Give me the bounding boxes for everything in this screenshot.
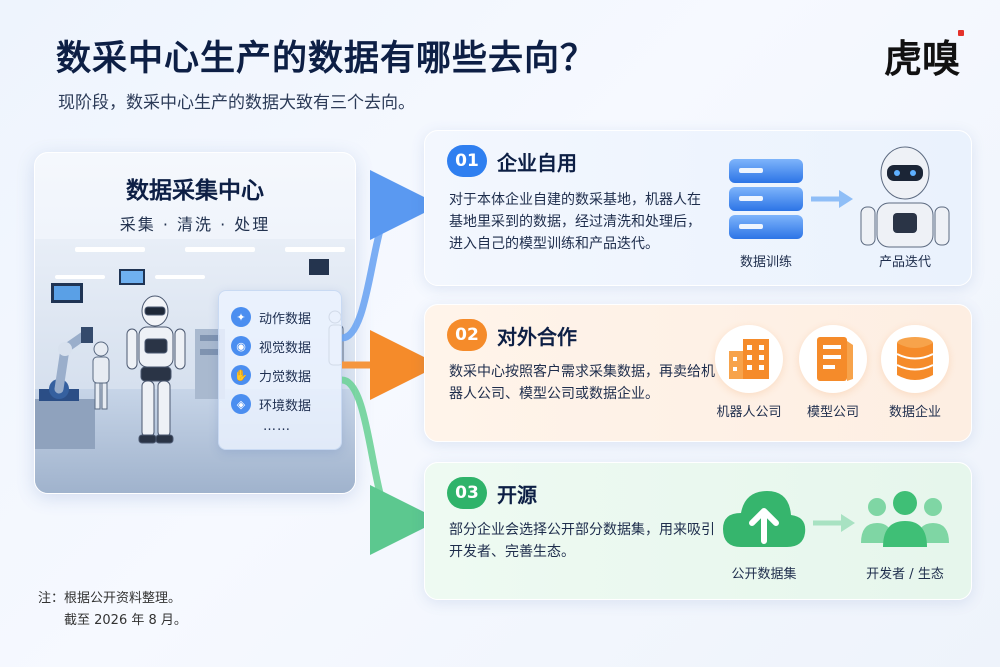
data-type-vision: ◉ 视觉数据 (231, 334, 311, 358)
icon-label: 机器人公司 (716, 405, 782, 420)
route-title: 对外合作 (497, 325, 577, 349)
data-type-label: 动作数据 (259, 311, 312, 327)
data-type-more: …… (263, 419, 291, 434)
route-card-external-cooperation: 02 对外合作 数采中心按照客户需求采集数据，再卖给机器人公司、模型公司或数据企… (424, 304, 972, 442)
camera-icon: ◉ (231, 336, 251, 356)
route-number: 01 (447, 145, 487, 177)
cloud-upload-icon (723, 491, 806, 547)
route-description: 数采中心按照客户需求采集数据，再卖给机器人公司、模型公司或数据企业。 (449, 364, 715, 402)
data-type-list: ✦ 动作数据 ◉ 视觉数据 ✋ 力觉数据 ◈ 环境数据 …… (218, 290, 342, 450)
icon-label: 模型公司 (806, 405, 859, 420)
icon-circle (799, 325, 867, 393)
icon-circle (881, 325, 949, 393)
icon-label: 开发者 / 生态 (866, 567, 944, 582)
logo-dot-icon (958, 30, 964, 36)
data-type-label: 力觉数据 (259, 369, 312, 385)
route-title: 企业自用 (497, 151, 577, 175)
arrow-right-icon (813, 514, 855, 532)
robot-head-icon (860, 146, 950, 248)
center-subtitle: 采集 · 清洗 · 处理 (119, 215, 271, 234)
data-type-motion: ✦ 动作数据 (231, 305, 311, 329)
route-description: 对于本体企业自建的数采基地，机器人在基地里采到的数据，经过清洗和处理后，进入自己… (449, 192, 701, 252)
route-number: 02 (447, 319, 487, 351)
route-card-self-use: 01 企业自用 对于本体企业自建的数采基地，机器人在基地里采到的数据，经过清洗和… (424, 130, 972, 286)
route-number: 03 (447, 477, 487, 509)
icon-label: 产品迭代 (878, 255, 931, 270)
data-type-label: 视觉数据 (259, 340, 312, 356)
icon-circle (715, 325, 783, 393)
page-title: 数采中心生产的数据有哪些去向？ (56, 39, 597, 79)
footnote: 注：根据公开资料整理。 截至 2026 年 8 月。 (38, 588, 187, 632)
cube-icon: ◈ (231, 394, 251, 414)
data-type-environment: ◈ 环境数据 (231, 392, 311, 416)
database-icon (896, 337, 934, 380)
page-subtitle: 现阶段，数采中心生产的数据大致有三个去向。 (58, 93, 415, 113)
arrow-to-route-1 (340, 170, 440, 342)
people-group-icon (861, 491, 949, 547)
icon-label: 数据企业 (888, 405, 941, 420)
route-description: 部分企业会选择公开部分数据集，用来吸引开发者、完善生态。 (449, 522, 715, 560)
document-cube-icon (817, 337, 853, 381)
building-icon (729, 339, 769, 379)
footnote-date: 截至 2026 年 8 月。 (64, 613, 187, 628)
center-title: 数据采集中心 (126, 178, 264, 204)
brand-logo: 虎嗅 (883, 36, 960, 81)
data-collection-center-panel: 数据采集中心 采集 · 清洗 · 处理 (34, 152, 356, 494)
server-stack-icon (729, 159, 803, 239)
data-type-force: ✋ 力觉数据 (231, 363, 311, 387)
footnote-source: 注：根据公开资料整理。 (38, 591, 182, 606)
icon-label: 公开数据集 (731, 567, 797, 582)
hand-icon: ✋ (231, 365, 251, 385)
arrow-to-route-3 (340, 376, 440, 555)
arrow-right-icon (811, 190, 853, 208)
icon-label: 数据训练 (739, 255, 792, 270)
running-figure-icon: ✦ (231, 307, 251, 327)
data-type-label: 环境数据 (259, 398, 312, 414)
route-card-open-source: 03 开源 部分企业会选择公开部分数据集，用来吸引开发者、完善生态。 公开数据集… (424, 462, 972, 600)
route-title: 开源 (497, 483, 537, 507)
